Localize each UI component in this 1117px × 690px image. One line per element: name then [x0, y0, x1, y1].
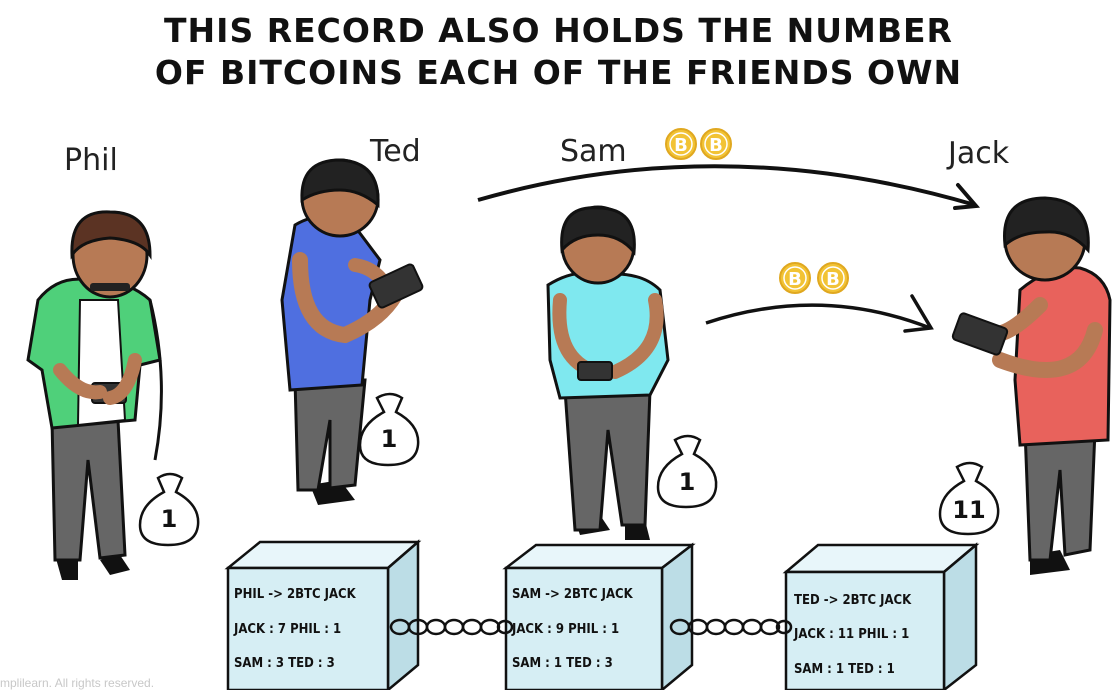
title-line-2: OF BITCOINS EACH OF THE FRIENDS OWN — [154, 53, 963, 92]
money-bag-icon: 11 — [938, 461, 1000, 536]
bitcoin-icon: B — [779, 262, 811, 294]
person-jack — [951, 196, 1112, 575]
block-2: SAM -> 2BTC JACK JACK : 9 PHIL : 1 SAM :… — [502, 542, 696, 690]
block-1: PHIL -> 2BTC JACK JACK : 7 PHIL : 1 SAM … — [224, 539, 422, 690]
name-sam: Sam — [560, 134, 627, 169]
transfer-arrow-ted-to-jack — [477, 164, 976, 207]
copyright-notice: mplilearn. All rights reserved. — [0, 676, 155, 690]
arrowhead-middle-icon — [903, 294, 934, 333]
money-bag-icon: 1 — [138, 472, 200, 547]
block-1-line-3: SAM : 3 TED : 3 — [234, 656, 335, 671]
block-3-line-2: JACK : 11 PHIL : 1 — [793, 627, 909, 642]
name-jack: Jack — [948, 136, 1010, 171]
bitcoin-icon: B — [665, 128, 697, 160]
chain-link-icon — [669, 618, 793, 636]
svg-text:B: B — [674, 135, 688, 156]
bitcoin-icon: B — [817, 262, 849, 294]
svg-text:B: B — [826, 269, 840, 290]
money-bag-icon: 1 — [358, 392, 420, 467]
person-sam — [546, 205, 670, 540]
block-3-line-1: TED -> 2BTC JACK — [794, 593, 912, 608]
block-2-line-1: SAM -> 2BTC JACK — [512, 587, 634, 602]
transfer-arrow-sam-to-jack — [705, 303, 931, 330]
block-3: TED -> 2BTC JACK JACK : 11 PHIL : 1 SAM … — [782, 542, 980, 690]
person-phil — [26, 210, 163, 580]
block-1-line-1: PHIL -> 2BTC JACK — [234, 587, 357, 602]
block-2-line-3: SAM : 1 TED : 3 — [512, 656, 613, 671]
svg-text:1: 1 — [381, 425, 398, 453]
money-bag-icon: 1 — [656, 434, 718, 509]
page-title: THIS RECORD ALSO HOLDS THE NUMBER OF BIT… — [0, 10, 1117, 94]
arrowhead-top-icon — [953, 183, 981, 210]
block-1-line-2: JACK : 7 PHIL : 1 — [233, 622, 341, 637]
svg-text:1: 1 — [679, 468, 696, 496]
svg-text:B: B — [788, 269, 802, 290]
bitcoin-icon: B — [700, 128, 732, 160]
svg-text:11: 11 — [952, 496, 985, 524]
svg-text:B: B — [709, 135, 723, 156]
title-line-1: THIS RECORD ALSO HOLDS THE NUMBER — [164, 11, 953, 50]
name-ted: Ted — [370, 134, 421, 169]
chain-link-icon — [389, 618, 514, 636]
block-2-line-2: JACK : 9 PHIL : 1 — [511, 622, 619, 637]
block-3-line-3: SAM : 1 TED : 1 — [794, 662, 895, 677]
svg-text:1: 1 — [161, 505, 178, 533]
person-ted — [280, 158, 424, 505]
name-phil: Phil — [64, 143, 118, 178]
